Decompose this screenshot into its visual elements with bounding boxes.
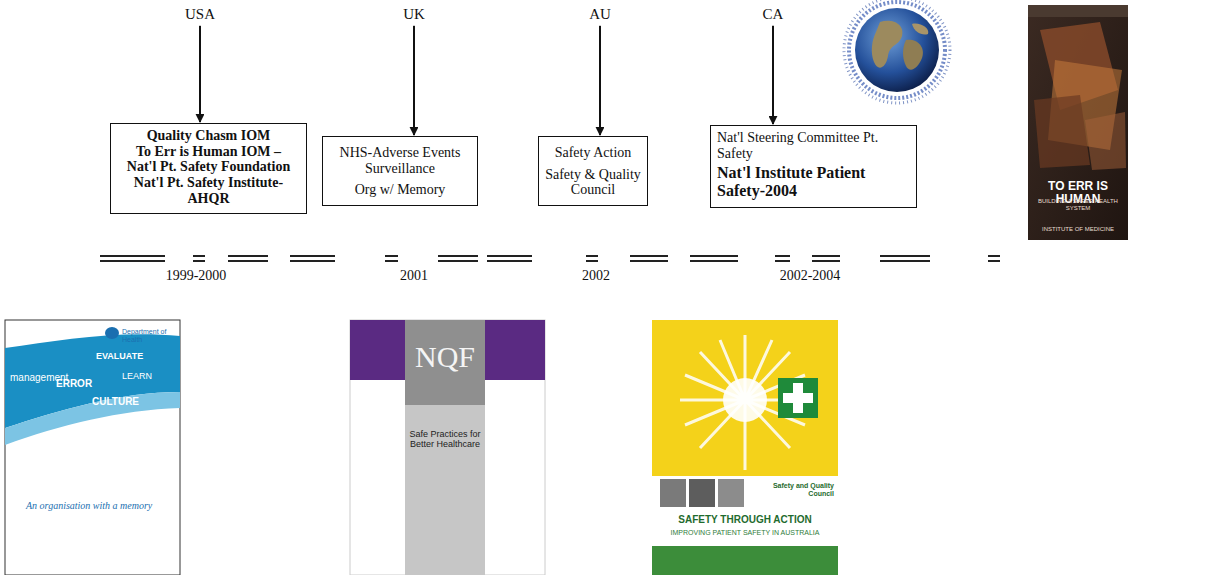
timeline-bar — [100, 256, 1000, 261]
timeline-arrow — [413, 26, 415, 135]
report-cover — [689, 479, 715, 507]
report-cover — [350, 320, 545, 575]
globe-picture — [903, 40, 923, 70]
report-cover — [652, 320, 838, 575]
country-label: UK — [403, 6, 425, 23]
year-label: 2002-2004 — [760, 268, 860, 283]
report-cover — [660, 479, 686, 507]
globe-picture — [844, 0, 950, 103]
report-cover — [405, 405, 485, 575]
report-cover — [652, 476, 838, 546]
event-box: NHS-Adverse Events SurveillanceOrg w/ Me… — [322, 136, 478, 206]
timeline-arrow — [599, 26, 601, 135]
event-box: Safety ActionSafety & Quality Council — [538, 136, 648, 206]
cover-text: LEARN — [122, 372, 172, 382]
country-label: CA — [763, 6, 784, 23]
report-cover — [778, 378, 818, 418]
globe-picture — [855, 8, 939, 92]
cover-text: NQF — [405, 340, 485, 373]
report-cover — [5, 320, 180, 575]
report-cover — [723, 378, 767, 422]
globe-picture — [844, 0, 950, 103]
event-text: Nat'l Steering Committee Pt. Safety — [717, 130, 910, 161]
event-text: Safety & Quality Council — [545, 167, 641, 198]
event-text: NHS-Adverse Events Surveillance — [329, 145, 471, 176]
country-label: USA — [185, 6, 215, 23]
cover-text: Safety and Quality Council — [760, 482, 834, 497]
book-cover — [1028, 5, 1128, 17]
event-text: Org w/ Memory — [329, 182, 471, 198]
cover-text: An organisation with a memory — [26, 500, 176, 511]
cover-text: EVALUATE — [96, 352, 166, 362]
report-cover — [718, 479, 744, 507]
cover-text: Safe Practices for Better Healthcare — [409, 430, 481, 450]
event-text: Nat'l Pt. Safety Institute-AHQR — [117, 175, 300, 206]
report-cover — [652, 320, 838, 575]
globe-picture — [912, 24, 928, 35]
event-text: Safety Action — [545, 145, 641, 161]
year-label: 2001 — [374, 268, 454, 283]
globe-picture — [849, 2, 945, 98]
timeline-bar — [100, 256, 1000, 261]
report-cover — [5, 320, 180, 575]
book-cover — [1028, 5, 1128, 240]
report-cover — [105, 327, 119, 339]
country-name: UK — [403, 6, 425, 23]
report-cover — [405, 320, 485, 405]
cover-text: BUILDING A SAFER HEALTH SYSTEM — [1036, 198, 1120, 211]
year-label: 1999-2000 — [146, 268, 246, 283]
book-cover — [1085, 112, 1126, 170]
cover-text: CULTURE — [92, 396, 152, 407]
country-name: USA — [185, 6, 215, 23]
country-name: CA — [763, 6, 784, 23]
book-cover — [1034, 95, 1090, 168]
country-name: AU — [589, 6, 611, 23]
event-text: Quality Chasm IOM — [117, 128, 300, 144]
event-box: Nat'l Steering Committee Pt. SafetyNat'l… — [710, 125, 917, 208]
year-label: 2002 — [556, 268, 636, 283]
timeline-arrow — [772, 26, 774, 124]
globe-picture — [872, 21, 903, 68]
cover-text: INSTITUTE OF MEDICINE — [1036, 226, 1120, 233]
report-cover — [652, 546, 838, 575]
cover-text: IMPROVING PATIENT SAFETY IN AUSTRALIA — [660, 529, 830, 537]
event-text: Nat'l Institute Patient Safety-2004 — [717, 164, 910, 200]
event-box: Quality Chasm IOMTo Err is Human IOM –Na… — [110, 123, 307, 214]
cover-text: Department of Health — [122, 328, 177, 343]
event-text: To Err is Human IOM – — [117, 144, 300, 160]
book-cover — [1028, 5, 1128, 240]
report-cover — [350, 320, 405, 380]
timeline-arrow — [199, 26, 201, 122]
report-cover — [5, 392, 180, 445]
report-cover — [485, 320, 545, 380]
report-cover — [783, 393, 813, 403]
event-text: Nat'l Pt. Safety Foundation — [117, 159, 300, 175]
cover-text: management — [10, 372, 80, 383]
report-cover — [350, 320, 545, 575]
cover-text: SAFETY THROUGH ACTION — [660, 514, 830, 525]
country-label: AU — [589, 6, 611, 23]
